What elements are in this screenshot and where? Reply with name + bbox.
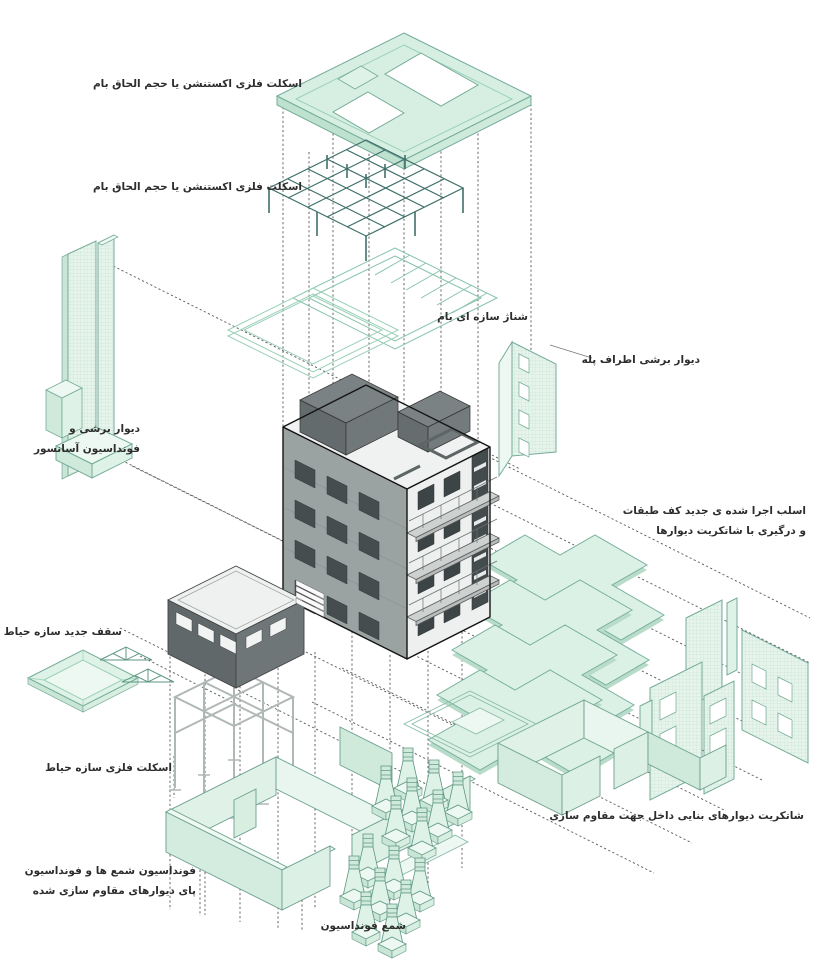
label-elevator-shear-wall: دیوار برشی و فونداسیون آسانسور [34, 419, 140, 459]
label-stair-shear-wall: دیوار برشی اطراف پله [581, 354, 700, 366]
label-new-slabs-line2: و درگیری با شاتکریت دیوارها [656, 525, 806, 537]
building-bounding-box [282, 384, 491, 660]
roof-tie-plan [291, 247, 499, 350]
label-courtyard-roof: سقف جدید سازه حیاط [3, 626, 122, 638]
elevator-shear-wall [45, 234, 134, 480]
roof-truss-pieces [99, 646, 175, 683]
label-foundation-pile: شمع فونداسیون [320, 920, 406, 932]
courtyard-skylight [26, 649, 140, 713]
balconies [406, 476, 500, 627]
roof-extension-slab [275, 32, 533, 170]
label-roof-tie: شناژ سازه ای بام [437, 311, 528, 323]
foundation-walls [165, 699, 727, 911]
stair-window-strip [471, 447, 489, 611]
label-pile-foundation-walls: فونداسیون شمع ها و فونداسیون پای دیوارها… [25, 861, 196, 901]
label-courtyard-frame: اسکلت فلزی سازه حیاط [45, 762, 172, 774]
stair-shear-wall [498, 340, 557, 478]
label-foundation-line1: فونداسیون شمع ها و فونداسیون [24, 865, 196, 877]
courtyard-annex [166, 565, 306, 689]
building-model [166, 373, 500, 689]
left-face-windows [294, 459, 380, 641]
roof-extension-steel-frame [267, 139, 465, 261]
label-elevator-line1: دیوار برشی و [69, 423, 140, 435]
label-foundation-line2: پای دیوارهای مقاوم سازی شده [32, 885, 196, 897]
label-roof-extension-frame: اسکلت فلزی اکستنشن یا حجم الحاق بام [92, 181, 302, 193]
label-shotcrete-walls: شاتکریت دیوارهای بنایی داخل جهت مقاوم سا… [549, 810, 804, 822]
new-floor-slabs [426, 534, 665, 780]
label-new-slabs-line1: اسلب اجرا شده ی جدید کف طبقات [622, 505, 806, 517]
roof-ring-beam [226, 287, 400, 379]
entrance-steps [295, 579, 325, 618]
roof-level-rooms [299, 373, 482, 481]
label-roof-extension-volume-top: اسکلت فلزی اکستنشن یا حجم الحاق بام [92, 78, 302, 90]
label-new-slabs: اسلب اجرا شده ی جدید کف طبقات و درگیری ب… [623, 501, 806, 541]
label-elevator-line2: فونداسیون آسانسور [34, 443, 140, 455]
